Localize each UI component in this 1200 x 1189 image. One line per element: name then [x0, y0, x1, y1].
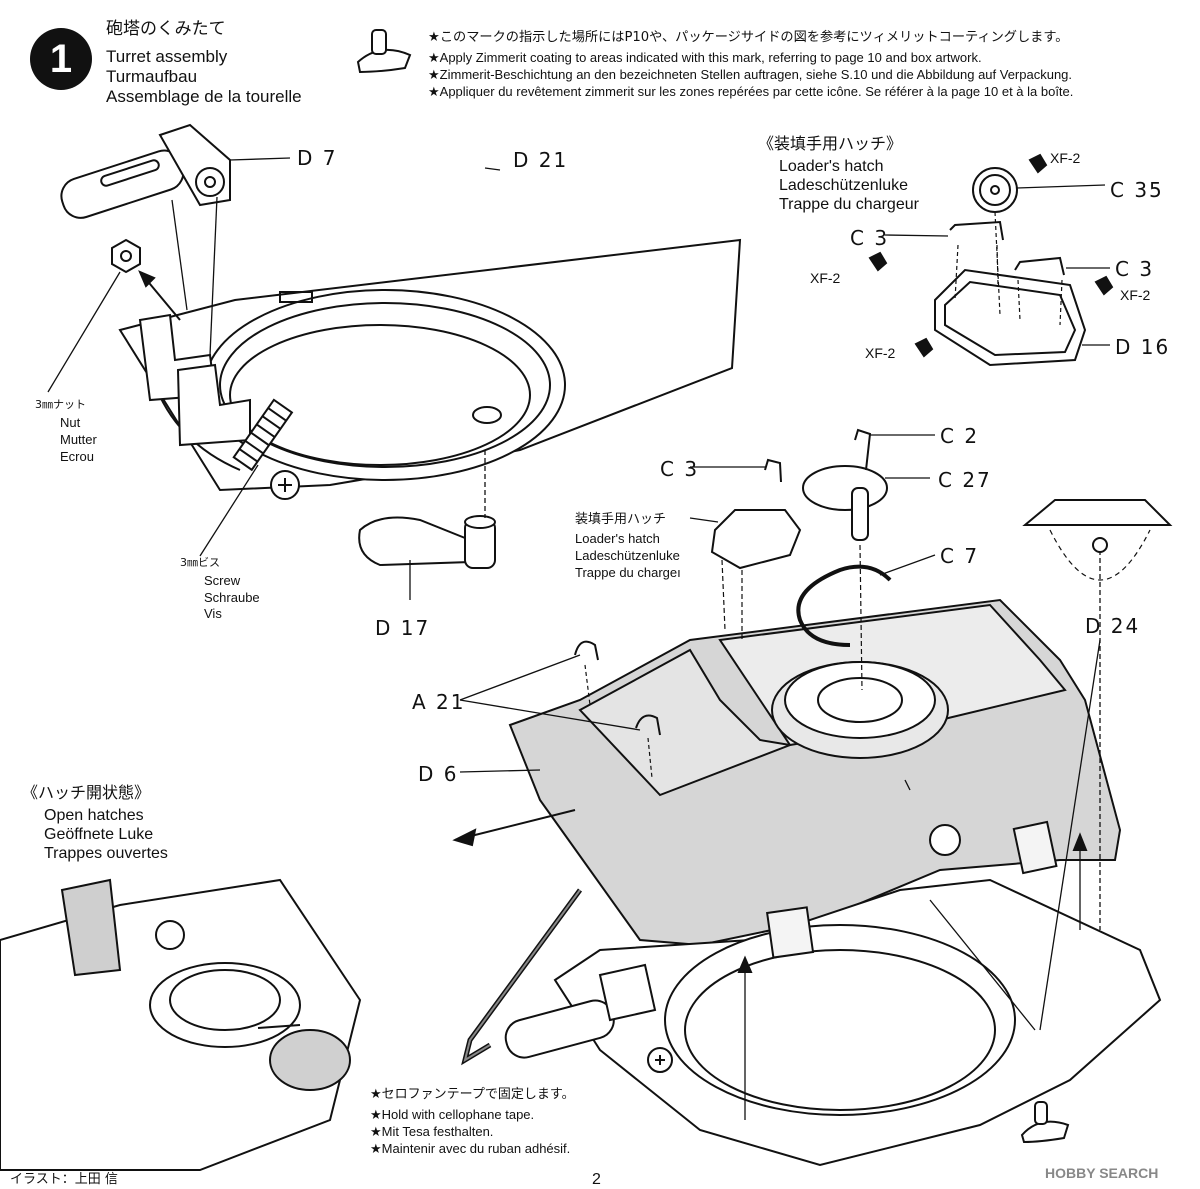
- open-hatches-de: Geöffnete Luke: [44, 826, 154, 843]
- zimmerit-note-fr: ★Appliquer du revêtement zimmerit sur le…: [428, 84, 1074, 99]
- paint-label-xf2-bottom: XF-2: [865, 345, 896, 361]
- part-label-c27: C 27: [938, 468, 992, 492]
- loaders-hatch-mid-jp: 装填手用ハッチ: [575, 512, 667, 527]
- zimmerit-note-en: ★Apply Zimmerit coating to areas indicat…: [428, 50, 982, 65]
- tape-note-fr: ★Maintenir avec du ruban adhésif.: [370, 1141, 571, 1156]
- part-label-c2: C 2: [940, 424, 980, 448]
- paint-label-xf2-right: XF-2: [1120, 287, 1151, 303]
- open-hatches-jp: 《ハッチ開状態》: [22, 783, 151, 802]
- open-hatches-en: Open hatches: [44, 807, 144, 824]
- tape-note-de: ★Mit Tesa festhalten.: [370, 1124, 494, 1139]
- turret-main: [452, 428, 1173, 1167]
- part-label-d17: D 17: [375, 616, 431, 640]
- step-title-en: Turret assembly: [106, 47, 228, 66]
- zimmerit-note-de: ★Zimmerit-Beschichtung an den bezeichnet…: [428, 67, 1073, 82]
- paint-label-xf2-top: XF-2: [1050, 150, 1081, 166]
- zimmerit-icon: [356, 29, 412, 74]
- loaders-hatch-top-fr: Trappe du chargeur: [779, 196, 919, 213]
- loaders-hatch-detail: [868, 153, 1114, 367]
- tape-note-en: ★Hold with cellophane tape.: [370, 1107, 535, 1122]
- part-label-c3-right: C 3: [1115, 257, 1155, 281]
- illustrator-credit: イラスト：上田 信: [10, 1172, 118, 1187]
- part-label-d6: D 6: [418, 762, 459, 786]
- open-hatches-detail: [0, 878, 362, 1171]
- step-title-de: Turmaufbau: [106, 67, 198, 86]
- zimmerit-icon-bottom: [1020, 1101, 1070, 1144]
- part-label-d16: D 16: [1115, 335, 1171, 359]
- loaders-hatch-top-jp: 《装填手用ハッチ》: [758, 134, 903, 153]
- loaders-hatch-top-en: Loader's hatch: [779, 158, 884, 175]
- tape-note-jp: ★セロファンテープで固定します。: [370, 1087, 575, 1102]
- loaders-hatch-top-de: Ladeschützenluke: [779, 177, 908, 194]
- part-label-c35: C 35: [1110, 178, 1164, 202]
- turret-ring-assembly: [47, 123, 742, 600]
- part-label-d7: D 7: [297, 146, 338, 170]
- part-label-d24: D 24: [1085, 614, 1141, 638]
- screw-label-de: Schraube: [204, 590, 260, 605]
- nut-icon: [111, 238, 141, 274]
- part-label-c3-left: C 3: [850, 226, 890, 250]
- nut-label-de: Mutter: [60, 432, 97, 447]
- part-label-a21: A 21: [412, 690, 466, 714]
- zimmerit-note-jp: ★このマークの指示した場所にはP10や、パッケージサイドの図を参考にツィメリット…: [428, 30, 1069, 45]
- step-title-jp: 砲塔のくみたて: [106, 19, 226, 39]
- part-label-c3-mid: C 3: [660, 457, 700, 481]
- loaders-hatch-mid-en: Loader's hatch: [575, 531, 660, 546]
- open-hatches-fr: Trappes ouvertes: [44, 845, 168, 862]
- step-number-badge: 1: [30, 28, 92, 90]
- loaders-hatch-mid-de: Ladeschützenluke: [575, 548, 680, 563]
- screw-label-fr: Vis: [204, 606, 222, 621]
- watermark: HOBBY SEARCH: [1045, 1165, 1159, 1181]
- page-number: 2: [592, 1171, 601, 1188]
- nut-label-fr: Ecrou: [60, 449, 94, 464]
- part-label-c7: C 7: [940, 544, 980, 568]
- screw-label-jp: 3㎜ビス: [180, 556, 220, 569]
- loaders-hatch-mid-fr: Trappe du chargeı: [575, 565, 681, 580]
- step-title-fr: Assemblage de la tourelle: [106, 87, 302, 106]
- screw-icon: [232, 398, 294, 472]
- nut-label-en: Nut: [60, 415, 81, 430]
- part-label-d21: D 21: [513, 148, 569, 172]
- nut-label-jp: 3㎜ナット: [35, 398, 86, 411]
- paint-label-xf2-left: XF-2: [810, 270, 841, 286]
- screw-label-en: Screw: [204, 573, 241, 588]
